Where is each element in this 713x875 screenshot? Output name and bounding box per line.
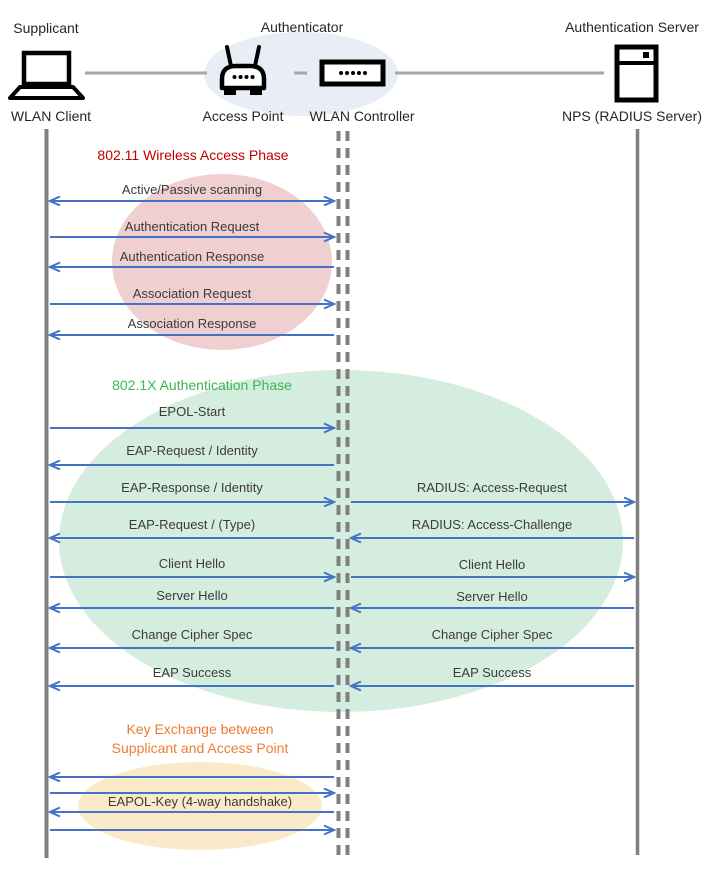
message-label-radius-access-challenge: RADIUS: Access-Challenge [411, 517, 573, 532]
phase2-title: 802.1X Authentication Phase [112, 377, 292, 393]
message-label-authentication-request: Authentication Request [124, 219, 260, 234]
access-point-icon [219, 45, 267, 95]
message-arrows-left-span [50, 201, 334, 830]
message-label-client-hello-right: Client Hello [458, 557, 526, 572]
message-label-association-response: Association Response [127, 316, 257, 331]
actor-device-wlan-client: WLAN Client [10, 108, 92, 124]
actor-role-authenticator: Authenticator [260, 19, 344, 35]
phase1-ellipse [112, 174, 332, 350]
phase1-title: 802.11 Wireless Access Phase [97, 147, 289, 163]
message-label-eap-request-identity: EAP-Request / Identity [126, 443, 258, 458]
message-label-epol-start: EPOL-Start [158, 404, 226, 419]
message-label-radius-access-request: RADIUS: Access-Request [416, 480, 568, 495]
message-label-server-hello-left: Server Hello [156, 588, 228, 603]
message-label-eap-request-type: EAP-Request / (Type) [128, 517, 256, 532]
lifeline-wlan-controller [336, 131, 350, 857]
message-label-change-cipher-right: Change Cipher Spec [431, 627, 553, 642]
message-label-eap-success-left: EAP Success [152, 665, 232, 680]
phase2-ellipse [59, 370, 623, 712]
actor-role-supplicant: Supplicant [13, 20, 79, 36]
phase3-title: Key Exchange between Supplicant and Acce… [111, 721, 289, 756]
message-label-eap-success-right: EAP Success [452, 665, 532, 680]
message-label-change-cipher-left: Change Cipher Spec [131, 627, 253, 642]
laptop-icon [8, 50, 85, 100]
message-label-server-hello-right: Server Hello [456, 589, 528, 604]
message-label-eap-response-identity: EAP-Response / Identity [121, 480, 263, 495]
message-label-client-hello-left: Client Hello [158, 556, 226, 571]
message-arrows-right-span [351, 502, 634, 686]
actor-device-wlan-controller: WLAN Controller [309, 108, 415, 124]
message-label-authentication-response: Authentication Response [119, 249, 265, 264]
actor-device-nps-radius-server: NPS (RADIUS Server) [561, 108, 703, 124]
phase3-ellipse [78, 762, 322, 850]
message-label-active-passive-scanning: Active/Passive scanning [121, 182, 263, 197]
actor-role-authentication-server: Authentication Server [565, 19, 699, 35]
server-icon [614, 44, 659, 103]
message-label-eapol-key-handshake: EAPOL-Key (4-way handshake) [107, 794, 293, 809]
wlan-controller-icon [319, 59, 386, 87]
message-label-association-request: Association Request [132, 286, 252, 301]
actor-device-access-point: Access Point [202, 108, 284, 124]
